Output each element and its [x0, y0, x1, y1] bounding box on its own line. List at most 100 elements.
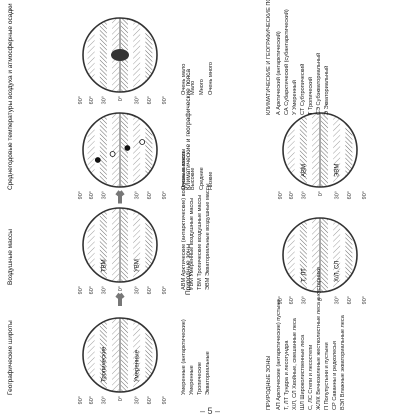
legend-climate: А Арктический (антарктический)	[275, 31, 282, 115]
zone-label: Тропические	[101, 346, 107, 382]
legend-precipitation: Много	[199, 79, 205, 95]
globe: 90°60°30°0°30°60°90°	[78, 17, 168, 104]
latitude-band	[312, 113, 320, 187]
latitude-band	[333, 113, 341, 187]
arrow	[115, 292, 125, 306]
latitude-band	[299, 113, 307, 187]
legend-climate: СЭ Субэкваториальный	[315, 53, 322, 115]
latitude-band	[320, 113, 328, 187]
latitude-band	[112, 113, 120, 187]
legend-air-masses: УВМ Умеренные воздушные массы	[189, 198, 195, 290]
latitude-band	[312, 218, 320, 292]
latitude-label: 30°	[135, 191, 141, 199]
latitude-label: 90°	[278, 191, 284, 199]
latitude-label: 60°	[147, 96, 153, 104]
latitude-band	[87, 18, 95, 92]
latitude-label: 30°	[101, 286, 107, 294]
globe: 90°60°30°0°30°60°90°	[78, 112, 168, 199]
legend-temperature: Низкие	[208, 172, 214, 190]
legend-natural: ВЭЛ Влажные экваториальные леса	[340, 314, 346, 410]
globe-outline	[282, 217, 358, 293]
latitude-band	[133, 113, 141, 187]
latitude-band	[112, 208, 120, 282]
legend-temperature: Очень высокие	[181, 150, 187, 190]
latitude-band	[112, 318, 120, 392]
latitude-label: 90°	[78, 191, 84, 199]
latitude-band	[99, 208, 107, 282]
latitude-label: 30°	[135, 286, 141, 294]
latitude-label: 60°	[89, 191, 95, 199]
legend-natural: ШЛ Широколиственные леса	[300, 334, 306, 410]
legend-climate: Э Экваториальный	[323, 66, 330, 115]
latitude-label: 90°	[78, 96, 84, 104]
legend-air-masses: ЭВМ Экваториальные воздушные массы	[205, 183, 211, 290]
zone-label: Т, ЛТ	[301, 268, 307, 282]
latitude-label: 30°	[101, 396, 107, 404]
latitude-label: 30°	[101, 191, 107, 199]
legend-natural: АП Арктические (антарктические) пустыни	[276, 299, 282, 410]
legend-natural: С, ЛС Степи и лесостепи	[308, 345, 314, 410]
legend-air-masses: ТВМ Тропические воздушные массы	[197, 195, 203, 290]
globe-bands	[83, 18, 157, 92]
thermometer-marker	[139, 139, 146, 145]
legend-natural: СР Саванны и редколесья	[332, 341, 338, 410]
zone-label: ТВМ	[101, 259, 107, 272]
legend-precipitation: Мало	[190, 81, 196, 95]
latitude-label: 0°	[318, 191, 324, 196]
latitude-label: 60°	[89, 96, 95, 104]
latitude-band	[345, 218, 353, 292]
latitude-label: 0°	[318, 296, 324, 301]
legend-latitudes: Тропические	[197, 362, 203, 395]
latitude-band	[320, 218, 328, 292]
thermometer-marker	[94, 157, 101, 163]
latitude-band	[87, 113, 95, 187]
globe-bands	[283, 113, 357, 187]
latitude-label: 90°	[78, 286, 84, 294]
latitude-band	[345, 113, 353, 187]
zone-label: УВМ	[135, 259, 141, 272]
latitude-label: 30°	[301, 191, 307, 199]
legend-title-natural: ПРИРОДНЫЕ ЗОНЫ	[266, 356, 272, 410]
arrow	[115, 190, 125, 204]
latitude-label: 90°	[162, 286, 168, 294]
latitude-label: 90°	[162, 191, 168, 199]
latitude-label: 60°	[147, 286, 153, 294]
column-heading: Среднегодовые температуры воздуха и атмо…	[7, 3, 14, 190]
latitude-label: 30°	[135, 96, 141, 104]
globe-outline	[82, 17, 158, 93]
latitude-band	[145, 113, 153, 187]
latitude-label: 60°	[289, 296, 295, 304]
latitude-label: 90°	[278, 296, 284, 304]
globe-bands	[83, 113, 157, 187]
latitude-label: 30°	[335, 191, 341, 199]
legend-natural: Х/Л, СЛ Хвойные, смешанные леса	[291, 317, 298, 410]
latitude-label: 90°	[362, 296, 368, 304]
latitude-band	[287, 218, 295, 292]
globe-bands	[283, 218, 357, 292]
globe-outline	[82, 207, 158, 283]
latitude-label: 60°	[347, 191, 353, 199]
latitude-band	[287, 113, 295, 187]
latitude-band	[133, 318, 141, 392]
latitude-label: 90°	[162, 96, 168, 104]
legend-precipitation: Очень мало	[181, 64, 187, 95]
legend-natural: Т, ЛТ Тундра и лесотундра	[284, 340, 290, 410]
globe-outline	[82, 112, 158, 188]
legend-climate: Т Тропический	[307, 77, 314, 115]
latitude-label: 60°	[147, 396, 153, 404]
latitude-label: 0°	[118, 286, 124, 291]
legend-latitudes: Умеренные	[189, 365, 195, 395]
latitude-label: 90°	[162, 396, 168, 404]
latitude-band	[145, 18, 153, 92]
column-heading: Географические широты	[7, 320, 14, 395]
zone-label: АВМ	[301, 164, 307, 177]
legend-precipitation: Очень много	[208, 62, 214, 95]
latitude-band	[120, 318, 128, 392]
legend-natural: ЖЛ/К Вечнозеленые жестколистные леса и к…	[316, 267, 322, 410]
globe-bands	[83, 318, 157, 392]
